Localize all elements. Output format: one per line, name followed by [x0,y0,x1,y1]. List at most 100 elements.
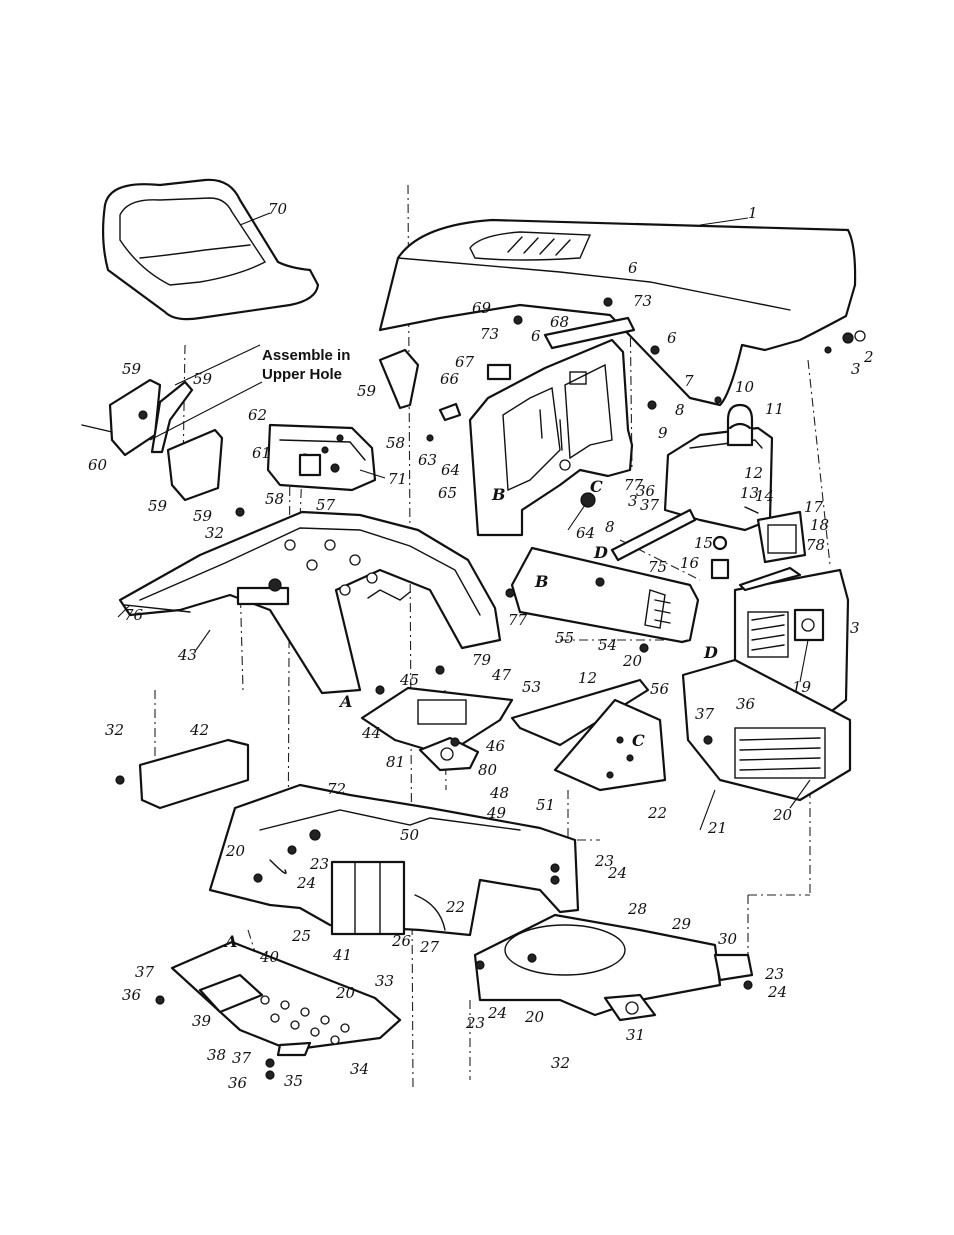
callout-8: 8 [675,401,685,419]
callout-73: 73 [480,325,499,343]
callout-36: 36 [736,695,756,713]
callout-36: 36 [122,986,142,1004]
callout-37: 37 [232,1049,252,1067]
callout-25: 25 [291,927,311,945]
foam-strip [543,316,636,350]
callout-77: 77 [508,611,528,629]
callout-32: 32 [105,721,124,739]
callout-59: 59 [357,382,377,400]
callout-3: 3 [850,619,860,637]
rear-bar [138,738,250,810]
seat [102,178,320,321]
callout-38: 38 [207,1046,226,1064]
ref-b: B [534,572,549,591]
callout-15: 15 [694,534,713,552]
callout-22: 22 [647,804,667,822]
callout-61: 61 [252,444,271,462]
callouts: 70 1 6 73 69 68 73 6 6 2 3 67 66 59 7 10… [88,200,874,1092]
callout-29: 29 [671,915,692,933]
lever-assembly [81,348,420,502]
callout-78: 78 [806,536,825,554]
callout-37: 37 [695,705,715,723]
callout-39: 39 [192,1012,212,1030]
callout-32: 32 [205,524,224,542]
upper-bracket [266,423,377,492]
shift-bracket [418,736,480,772]
callout-8: 8 [605,518,615,536]
fender [118,510,502,695]
callout-21: 21 [707,819,727,837]
callout-43: 43 [177,646,197,664]
callout-3: 3 [851,360,861,378]
callout-6: 6 [628,259,638,277]
callout-56: 56 [650,680,670,698]
callout-7: 7 [684,372,694,390]
ref-d: D [703,643,718,662]
callout-46: 46 [485,737,506,755]
reference-letters: A A B B C C D D [223,477,718,951]
dash-panel [468,338,634,537]
callout-10: 10 [735,378,755,396]
footrest [170,940,402,1057]
assembly-note: Assemble in Upper Hole [262,347,350,383]
callout-23: 23 [764,965,784,983]
fasteners [115,297,866,1080]
callout-68: 68 [550,313,569,331]
callout-65: 65 [438,484,457,502]
note-line-2: Upper Hole [262,366,342,383]
callout-54: 54 [598,636,617,654]
callout-27: 27 [419,938,440,956]
callout-64: 64 [441,461,460,479]
callout-9: 9 [658,424,668,442]
callout-76: 76 [124,606,144,624]
callout-77: 77 [624,476,644,494]
callout-55: 55 [555,629,574,647]
ref-c: C [590,477,603,496]
callout-37: 37 [640,496,660,514]
callout-22: 22 [445,898,465,916]
callout-81: 81 [386,753,405,771]
callout-32: 32 [551,1054,570,1072]
callout-35: 35 [284,1072,303,1090]
callout-67: 67 [455,353,475,371]
callout-60: 60 [88,456,108,474]
callout-80: 80 [478,761,498,779]
battery-box [510,546,700,644]
tank-strap [610,506,759,562]
callout-73: 73 [633,292,652,310]
callout-50: 50 [400,826,420,844]
callout-6: 6 [667,329,677,347]
callout-26: 26 [391,932,412,950]
callout-2: 2 [863,348,874,366]
callout-34: 34 [350,1060,369,1078]
small-brackets [438,363,512,422]
callout-37: 37 [135,963,155,981]
headlight [738,510,807,592]
callout-58: 58 [386,434,405,452]
callout-19: 19 [792,678,812,696]
fuel-tank [663,403,774,532]
callout-24: 24 [487,1004,507,1022]
callout-53: 53 [522,678,541,696]
callout-47: 47 [491,666,512,684]
callout-59: 59 [122,360,142,378]
frame [208,783,580,937]
callout-49: 49 [486,804,507,822]
callout-31: 31 [626,1026,645,1044]
ref-d: D [593,543,608,562]
shift-plate [360,686,514,757]
callout-66: 66 [440,370,460,388]
callout-70: 70 [268,200,288,218]
callout-57: 57 [316,496,336,514]
callout-13: 13 [740,484,759,502]
callout-28: 28 [627,900,647,918]
callout-42: 42 [189,721,209,739]
callout-59: 59 [193,507,213,525]
callout-18: 18 [810,516,829,534]
callout-58: 58 [265,490,284,508]
callout-20: 20 [622,652,643,670]
grille [681,568,852,802]
callout-79: 79 [472,651,492,669]
callout-59: 59 [148,497,168,515]
